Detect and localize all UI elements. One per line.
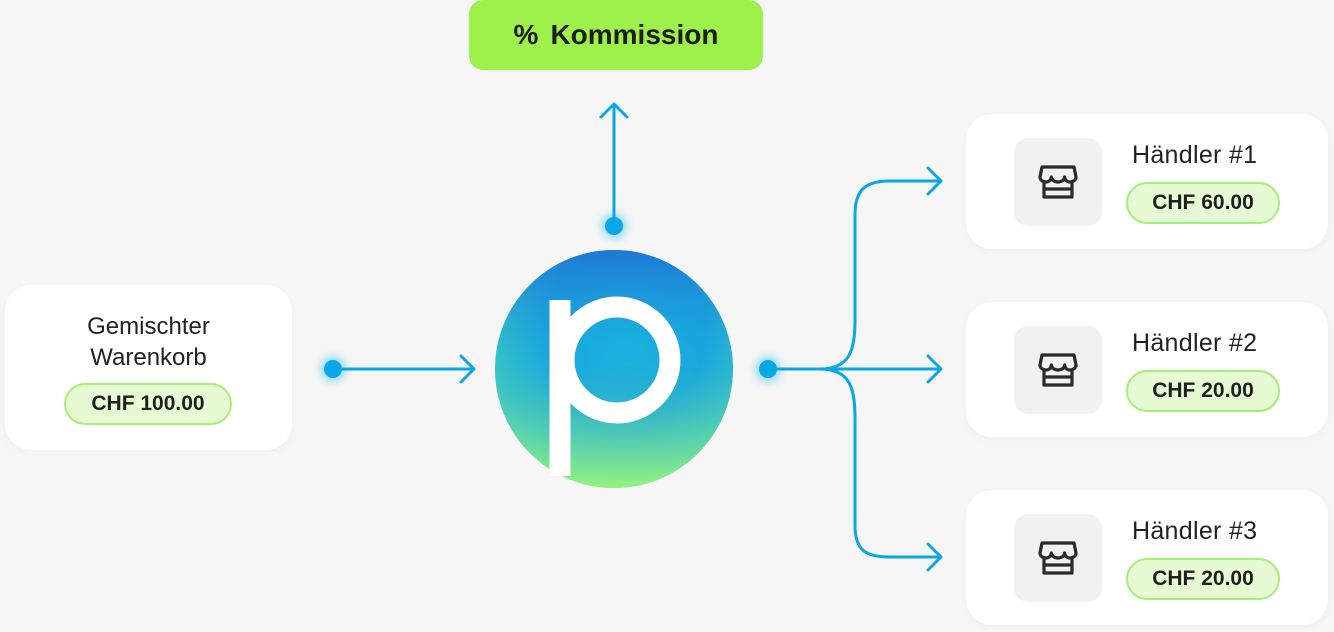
hub-to-merchants-connector: [755, 166, 943, 572]
hub-to-commission-connector: [599, 102, 629, 239]
mixed-cart-card: Gemischter Warenkorb CHF 100.00: [5, 285, 292, 450]
merchant-amount-badge: CHF 20.00: [1126, 370, 1280, 412]
merchant-card-2: Händler #2 CHF 20.00: [966, 302, 1328, 437]
merchant-card-1: Händler #1 CHF 60.00: [966, 114, 1328, 249]
percent-icon: %: [513, 19, 539, 50]
cart-title-line2: Warenkorb: [90, 344, 207, 371]
merchant-amount-badge: CHF 20.00: [1126, 558, 1280, 600]
merchant-name: Händler #1: [1132, 141, 1258, 169]
commission-box: % Kommission: [469, 0, 763, 70]
commission-label: Kommission: [550, 19, 719, 50]
store-icon: [1014, 138, 1102, 226]
cart-title: Gemischter Warenkorb: [5, 311, 292, 373]
cart-amount-badge: CHF 100.00: [64, 383, 232, 425]
merchant-amount-badge: CHF 60.00: [1126, 182, 1280, 224]
store-icon: [1014, 514, 1102, 602]
store-icon: [1014, 326, 1102, 414]
hub-logo: [495, 250, 733, 488]
cart-title-line1: Gemischter: [87, 313, 210, 340]
merchant-card-3: Händler #3 CHF 20.00: [966, 490, 1328, 625]
merchant-name: Händler #2: [1132, 329, 1258, 357]
cart-to-hub-connector: [320, 354, 476, 384]
merchant-name: Händler #3: [1132, 517, 1258, 545]
